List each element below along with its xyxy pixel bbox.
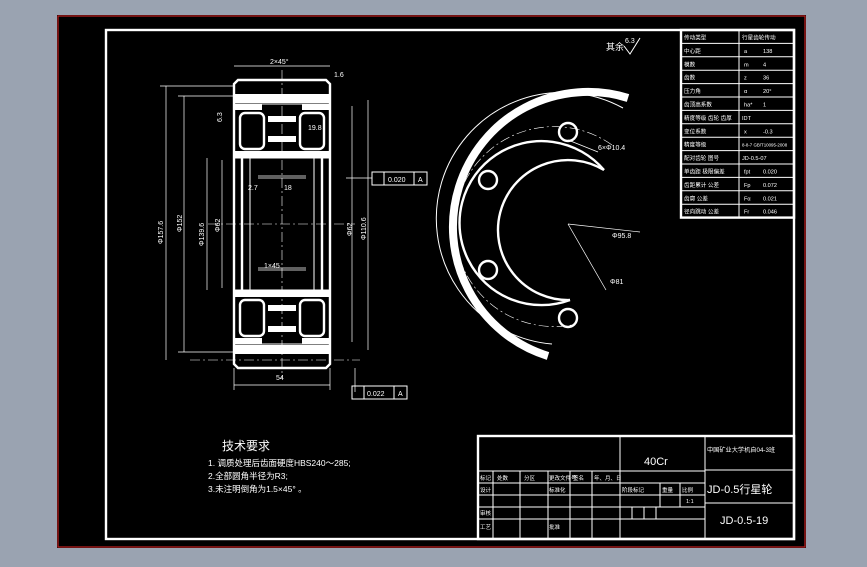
param-row-9-value: JD-0.5-07 [742,156,767,162]
dim-bore-dia: Φ62 [215,219,222,232]
tech-req-item-3: 3.未注明倒角为1.5×45° 。 [208,484,307,494]
param-row-12-symbol: Fα [744,196,751,202]
param-row-5-name: 齿顶高系数 [684,101,712,109]
runout-bottom-value: 0.022 [367,391,385,398]
param-row-9-name: 配对齿轮 图号 [684,154,720,162]
roughness-value: 6.3 [625,38,635,45]
param-row-2-symbol: m [744,62,749,68]
tech-req-item-2: 2.全部圆角半径为R3; [208,471,288,481]
param-row-7-symbol: x [744,129,747,135]
label-doc: 更改文件号 [549,474,577,482]
dim-roughness-top: 1.6 [334,72,344,79]
scale-value: 1:1 [686,499,694,505]
drawing-frame [104,28,796,541]
param-row-1-symbol: a [744,49,748,55]
dim-dia-81: Φ81 [610,279,623,286]
param-row-12-value: 0.021 [763,196,777,202]
gear-front-view [435,87,641,360]
label-process: 工艺 [480,524,492,531]
param-row-3-value: 36 [763,76,769,82]
param-header-value: 行星齿轮传动 [742,34,776,42]
runout-top-value: 0.020 [388,177,406,184]
param-row-4-symbol: α [744,89,748,95]
param-row-13-value: 0.046 [763,210,777,216]
gear-section-view [190,70,360,378]
param-row-12-name: 齿廓 公差 [684,194,708,202]
param-row-1-name: 中心距 [684,47,701,55]
dim-width: 54 [276,375,284,382]
param-row-6-value: IDT [742,116,752,122]
dim-chamfer-inner: 1×45 [264,263,280,270]
dim-2-7: 2.7 [248,185,258,192]
param-row-8-name: 精度等级 [684,141,707,149]
label-zone: 分区 [524,474,536,482]
param-row-13-symbol: Fr [744,210,749,216]
technical-requirements: 技术要求 1. 调质处理后齿面硬度HBS240～285; 2.全部圆角半径为R3… [208,439,351,494]
param-row-4-value: 20° [763,89,771,95]
school-name: 中国矿业大学机自04-3班 [707,446,775,454]
label-mark: 标记 [480,474,492,482]
dim-pcd: Φ95.8 [612,233,631,240]
tech-req-item-1: 1. 调质处理后齿面硬度HBS240～285; [208,458,351,468]
param-row-3-name: 齿数 [684,74,696,82]
dim-holes: 6×Φ10.4 [598,145,625,152]
label-approve: 批准 [549,523,561,531]
dim-dia-110: Φ110.6 [361,217,368,240]
dim-groove-width: 19.8 [308,125,322,132]
section-dimensions [160,65,369,390]
param-row-13-name: 径向跳动 公差 [684,208,720,216]
param-row-7-value: -0.3 [763,129,773,135]
param-row-6-name: 精度等级 齿轮 齿厚 [684,114,732,122]
param-row-2-value: 4 [763,62,766,68]
label-check: 审核 [480,509,492,517]
dim-18: 18 [284,185,292,192]
dim-dia-152: Φ152 [177,215,184,232]
title-block: 40Cr 中国矿业大学机自04-3班 JD-0.5行星轮 JD-0.5-19 标… [476,434,796,541]
param-row-11-name: 齿距累计 公差 [684,181,720,189]
tech-req-title: 技术要求 [222,439,270,453]
label-sign: 签名 [573,474,584,482]
label-design: 设计 [480,486,492,494]
drawing-number: JD-0.5-19 [720,515,768,527]
label-date: 年、月、日 [594,474,622,482]
dim-dia-139: Φ139.6 [199,223,206,246]
param-row-10-name: 单齿距 极限偏差 [684,168,725,176]
param-row-5-value: 1 [763,103,766,109]
dim-roughness-side: 6.3 [217,112,224,122]
param-row-10-symbol: fpt [744,170,751,176]
param-row-2-name: 模数 [684,60,696,68]
label-stage: 阶段标记 [622,486,645,494]
roughness-label: 其余 [606,41,624,52]
param-row-10-value: 0.020 [763,170,777,176]
dim-bore-right: Φ62 [347,223,354,236]
param-row-4-name: 压力角 [684,87,701,95]
label-scale: 比例 [682,486,694,494]
part-name: JD-0.5行星轮 [707,482,772,496]
param-row-0-name: 传动类型 [684,34,707,42]
label-standard: 标准化 [549,486,566,494]
param-row-5-symbol: ha* [744,103,753,109]
dim-outer-dia: Φ157.6 [158,221,165,244]
roughness-note: 其余 6.3 [606,37,641,55]
tolerance-frame-bottom: 0.022 A [351,368,408,400]
param-row-1-value: 138 [763,49,772,55]
runout-bottom-datum: A [398,391,403,398]
material: 40Cr [644,456,668,468]
label-count: 处数 [497,474,509,482]
dim-chamfer-top: 2×45° [270,58,289,66]
param-row-8-value: 8-8-7 GB/T10095-2008 [742,143,788,148]
param-row-3-symbol: z [744,76,747,82]
param-row-7-name: 变位系数 [684,127,707,135]
param-row-11-symbol: Fp [744,183,751,189]
label-weight: 重量 [662,486,674,494]
tolerance-frame-top: 0.020 A [346,171,428,186]
runout-top-datum: A [418,177,423,184]
param-row-11-value: 0.072 [763,183,777,189]
